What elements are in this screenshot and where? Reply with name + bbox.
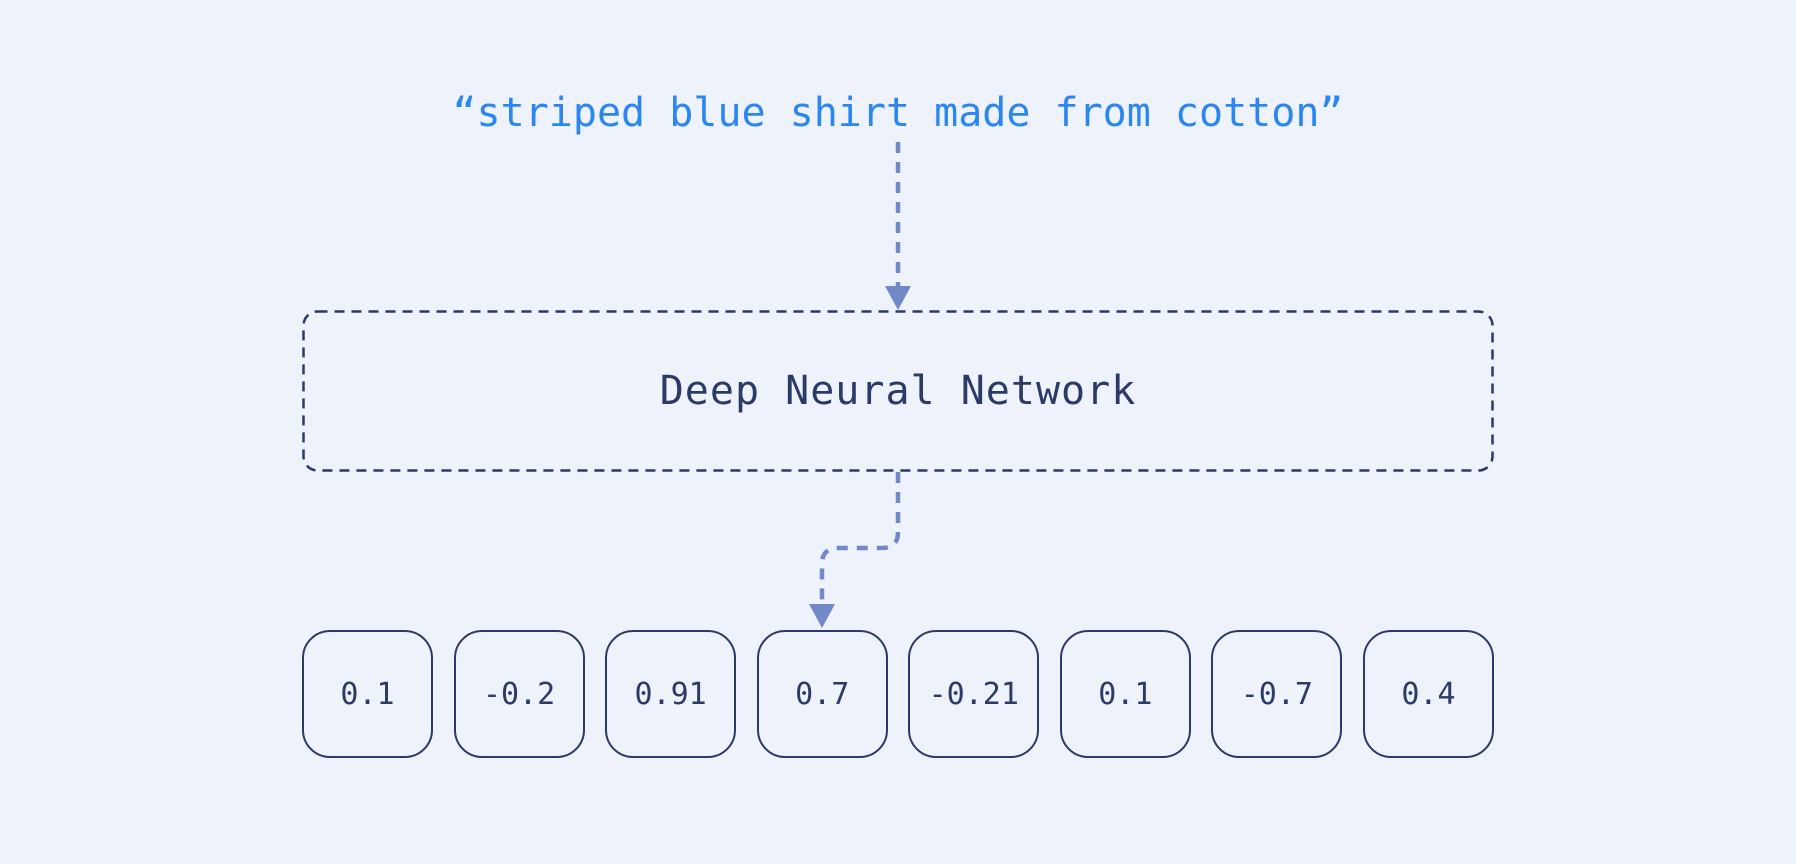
neural-network-box: Deep Neural Network xyxy=(302,310,1494,472)
embedding-value-box: -0.7 xyxy=(1211,630,1343,758)
embedding-value-box: 0.1 xyxy=(302,630,433,758)
embedding-value-box: -0.21 xyxy=(908,630,1040,758)
embedding-value: -0.21 xyxy=(928,676,1019,712)
embedding-value-box: 0.91 xyxy=(605,630,737,758)
embedding-value-box: -0.2 xyxy=(453,630,585,758)
embedding-value-box: 0.4 xyxy=(1362,630,1494,758)
embedding-value: 0.4 xyxy=(1401,676,1456,712)
embedding-value: 0.91 xyxy=(634,676,707,712)
query-text: “striped blue shirt made from cotton” xyxy=(452,90,1344,136)
embedding-vector-row: 0.1 -0.2 0.91 0.7 -0.21 0.1 -0.7 0.4 xyxy=(302,630,1494,758)
neural-network-label: Deep Neural Network xyxy=(659,368,1137,414)
embedding-value: 0.1 xyxy=(340,676,395,712)
embedding-value: 0.7 xyxy=(795,676,850,712)
embedding-value-box: 0.7 xyxy=(756,630,888,758)
bent-arrow-down-icon xyxy=(809,472,901,628)
embedding-value-box: 0.1 xyxy=(1059,630,1191,758)
dashed-border xyxy=(302,310,1494,472)
arrow-down-icon xyxy=(885,142,911,310)
embedding-value: -0.7 xyxy=(1240,676,1313,712)
embedding-value: -0.2 xyxy=(482,676,556,712)
embedding-value: 0.1 xyxy=(1098,676,1153,712)
